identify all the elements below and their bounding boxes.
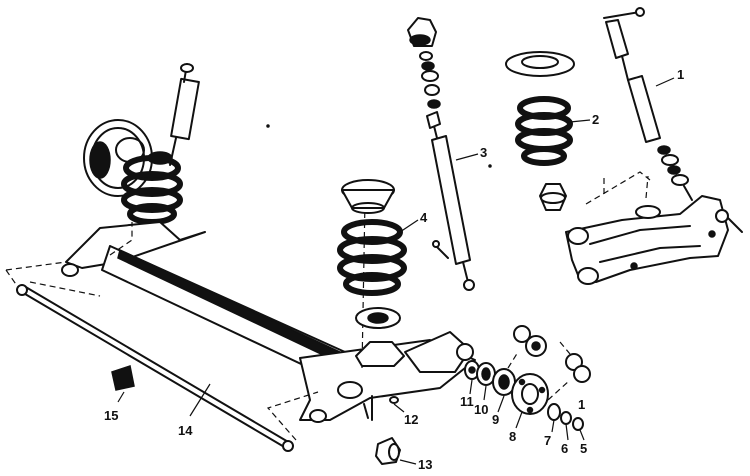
callout-7: 7 [544, 433, 551, 448]
upper-seat-plate [505, 51, 575, 77]
callout-9: 9 [492, 412, 499, 427]
upper-spring-seat [341, 179, 395, 214]
callout-3: 3 [480, 145, 487, 160]
left-shock-absorber [169, 63, 200, 166]
panhard-rod [16, 284, 294, 452]
bump-stop [539, 183, 567, 211]
bushing-13 [375, 437, 401, 465]
stub-axle [464, 360, 480, 380]
right-shock-absorber [603, 7, 693, 201]
bolt-12 [363, 396, 399, 419]
lower-spring-seat [355, 307, 401, 329]
callout-15: 15 [104, 408, 118, 423]
nut-6 [560, 411, 572, 425]
callout-10: 10 [474, 402, 488, 417]
cap-5 [572, 417, 584, 431]
rear-axle-beam [61, 221, 476, 423]
stray-mark [266, 124, 270, 128]
callout-labels: 1 1 2 3 4 5 6 7 8 9 10 11 12 13 14 15 [104, 67, 684, 472]
callout-12: 12 [404, 412, 418, 427]
callout-1-hub: 1 [578, 397, 585, 412]
stray-mark [488, 164, 492, 168]
rubber-bushing-15 [111, 365, 135, 391]
bearing-9 [492, 368, 516, 396]
callout-14: 14 [178, 423, 193, 438]
center-coil-spring [337, 219, 407, 296]
callout-8: 8 [509, 429, 516, 444]
leader-lines [117, 77, 675, 465]
spring-pad [355, 341, 405, 367]
washer-7 [547, 403, 561, 421]
callout-4: 4 [420, 210, 428, 225]
callout-6: 6 [561, 441, 568, 456]
callout-5: 5 [580, 441, 587, 456]
center-shock-absorber [426, 111, 475, 291]
right-coil-spring [515, 96, 573, 166]
callout-11: 11 [460, 394, 474, 409]
callout-2: 2 [592, 112, 599, 127]
callout-1: 1 [677, 67, 684, 82]
outer-bearing-set [565, 353, 591, 383]
callout-13: 13 [418, 457, 432, 472]
shock-mount-stack [407, 17, 441, 109]
wheel-hub-8 [511, 373, 549, 415]
inner-bearing-set [513, 325, 547, 357]
left-coil-spring [121, 151, 183, 225]
trailing-arm-assembly [565, 195, 743, 285]
